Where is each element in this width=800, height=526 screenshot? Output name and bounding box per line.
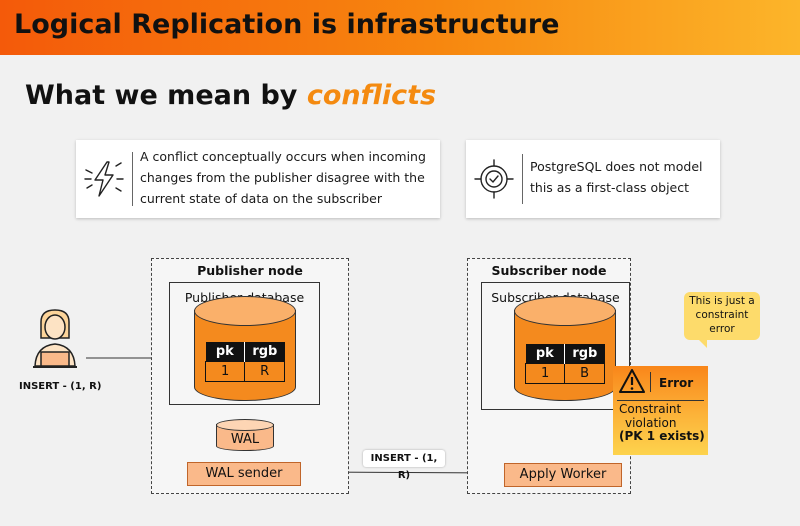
- error-box: Error Constraint violation (PK 1 exists): [613, 366, 708, 455]
- error-title: Error: [659, 376, 694, 390]
- error-separator: [650, 372, 651, 392]
- definition-text: A conflict conceptually occurs when inco…: [140, 149, 426, 206]
- wal-cylinder: WAL: [216, 419, 274, 451]
- error-divider: [617, 400, 704, 401]
- user-insert-label: INSERT - (1, R): [19, 381, 102, 392]
- wal-label: WAL: [230, 432, 260, 447]
- slide-title: Logical Replication is infrastructure: [14, 9, 560, 40]
- model-text: PostgreSQL does not model this as a firs…: [530, 159, 703, 195]
- slide-heading: What we mean by conflicts: [25, 80, 436, 111]
- table-cell-pk: 1: [524, 363, 566, 384]
- card-separator: [522, 154, 523, 204]
- constraint-callout: This is just a constraint error: [684, 292, 760, 348]
- table-cell-pk: 1: [204, 361, 246, 382]
- error-body: Constraint violation (PK 1 exists): [619, 402, 705, 444]
- card-separator: [132, 152, 133, 206]
- heading-prefix: What we mean by: [25, 80, 307, 111]
- error-line-2: violation: [625, 415, 677, 430]
- error-line-3: (PK 1 exists): [619, 429, 705, 443]
- definition-card: A conflict conceptually occurs when inco…: [76, 140, 440, 218]
- table-header-rgb: rgb: [564, 344, 605, 364]
- target-check-icon: [466, 140, 522, 218]
- flow-insert-label: INSERT - (1, R): [363, 450, 445, 481]
- table-header-pk: pk: [205, 342, 246, 362]
- subscriber-node-title: Subscriber node: [491, 263, 607, 278]
- wal-sender-box: WAL sender: [187, 462, 301, 486]
- model-card: PostgreSQL does not model this as a firs…: [466, 140, 720, 218]
- apply-worker-box: Apply Worker: [504, 463, 622, 487]
- error-line-1: Constraint: [619, 402, 682, 416]
- heading-accent: conflicts: [306, 80, 437, 111]
- publisher-node-title: Publisher node: [197, 263, 303, 278]
- lightning-icon: [76, 140, 132, 218]
- table-cell-rgb: B: [564, 363, 605, 384]
- user-icon: [33, 309, 77, 368]
- warning-icon: [619, 369, 645, 393]
- table-header-pk: pk: [525, 344, 566, 364]
- table-cell-rgb: R: [244, 361, 285, 382]
- title-bar: Logical Replication is infrastructure: [0, 0, 800, 55]
- table-header-rgb: rgb: [244, 342, 285, 362]
